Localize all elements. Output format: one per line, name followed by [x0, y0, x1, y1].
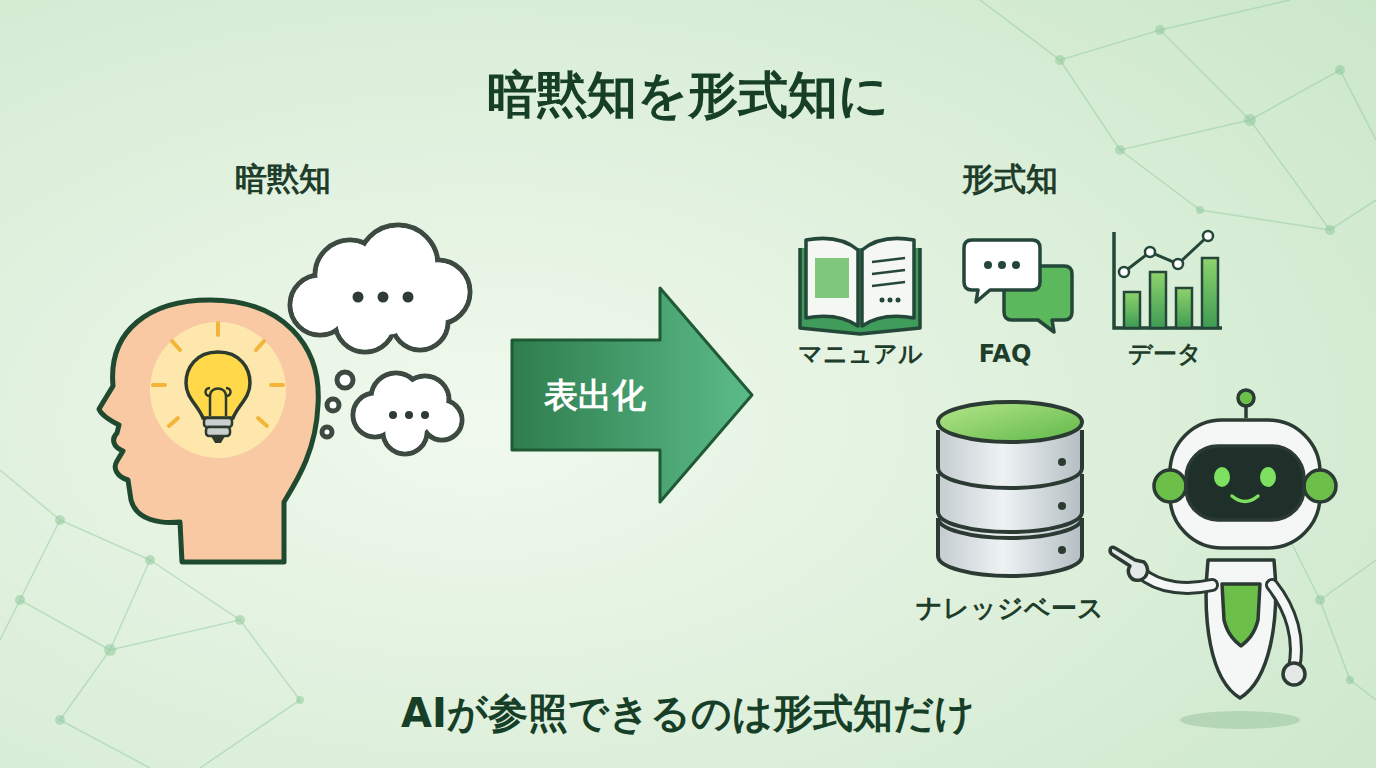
faq-icon: [964, 240, 1072, 332]
head-silhouette: [99, 300, 318, 562]
item-label: ナレッジベース: [916, 593, 1104, 624]
data-chart-icon: [1114, 231, 1222, 328]
arrow-label: 表出化: [544, 375, 646, 416]
icon-caption: FAQ: [945, 225, 1065, 375]
tacit-knowledge-figure: 暗黙知: [95, 160, 470, 565]
externalization-arrow: 表出化: [510, 285, 755, 505]
diagram-caption: AIが参照できるのは形式知だけ: [0, 686, 1376, 741]
section-heading: 形式知: [962, 160, 1058, 198]
icon-caption: データ: [1098, 225, 1232, 375]
explicit-knowledge-group: 形式知マニュアル FAQ データナレッジベース: [780, 160, 1240, 640]
manual-icon: [800, 238, 920, 334]
robot-mascot: [1110, 390, 1336, 729]
item-label: FAQ: [979, 340, 1032, 369]
knowledge-base-node: ナレッジベース: [890, 395, 1130, 632]
thought-cloud: [290, 225, 470, 454]
database-cylinder: [938, 402, 1082, 576]
icon-caption: マニュアル: [790, 225, 930, 375]
item-label: データ: [1128, 340, 1202, 369]
item-label: マニュアル: [798, 340, 923, 369]
diagram-title: 暗黙知を形式知に: [0, 62, 1376, 129]
section-heading: 暗黙知: [235, 160, 331, 198]
